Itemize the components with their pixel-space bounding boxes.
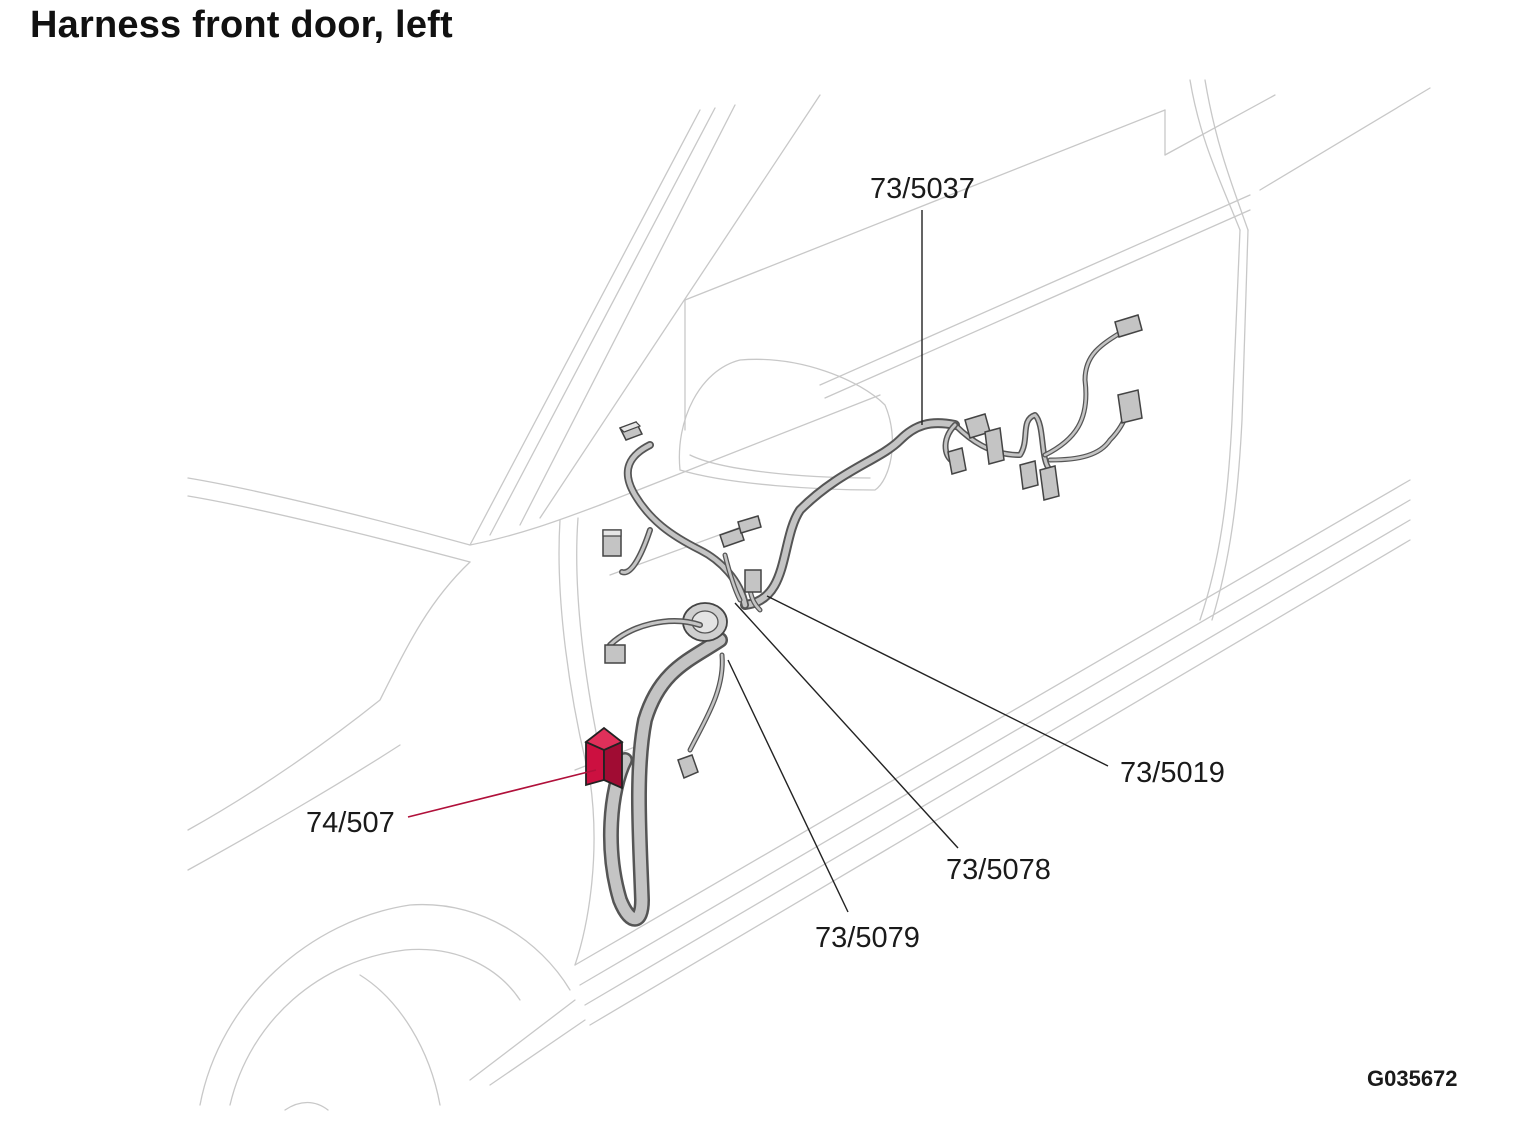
harness-connectors bbox=[602, 314, 1143, 780]
leader-73-5019 bbox=[766, 595, 1109, 767]
leader-73-5079 bbox=[727, 659, 849, 913]
callout-73-5078: 73/5078 bbox=[946, 854, 1051, 886]
wiring-harness bbox=[602, 327, 1131, 927]
leader-74-507 bbox=[407, 769, 597, 818]
callout-74-507: 74/507 bbox=[306, 807, 395, 839]
figure-reference: G035672 bbox=[1367, 1066, 1458, 1091]
leader-73-5078 bbox=[734, 602, 959, 849]
component-74-507-highlight bbox=[584, 726, 624, 790]
car-body-outline bbox=[187, 79, 1431, 1111]
callout-73-5037: 73/5037 bbox=[870, 173, 975, 205]
callout-73-5019: 73/5019 bbox=[1120, 757, 1225, 789]
leader-lines bbox=[407, 210, 1109, 913]
callout-labels: 74/507 73/5037 73/5019 73/5078 73/5079 bbox=[306, 173, 1225, 954]
callout-73-5079: 73/5079 bbox=[815, 922, 920, 954]
diagram-title: Harness front door, left bbox=[30, 4, 453, 46]
